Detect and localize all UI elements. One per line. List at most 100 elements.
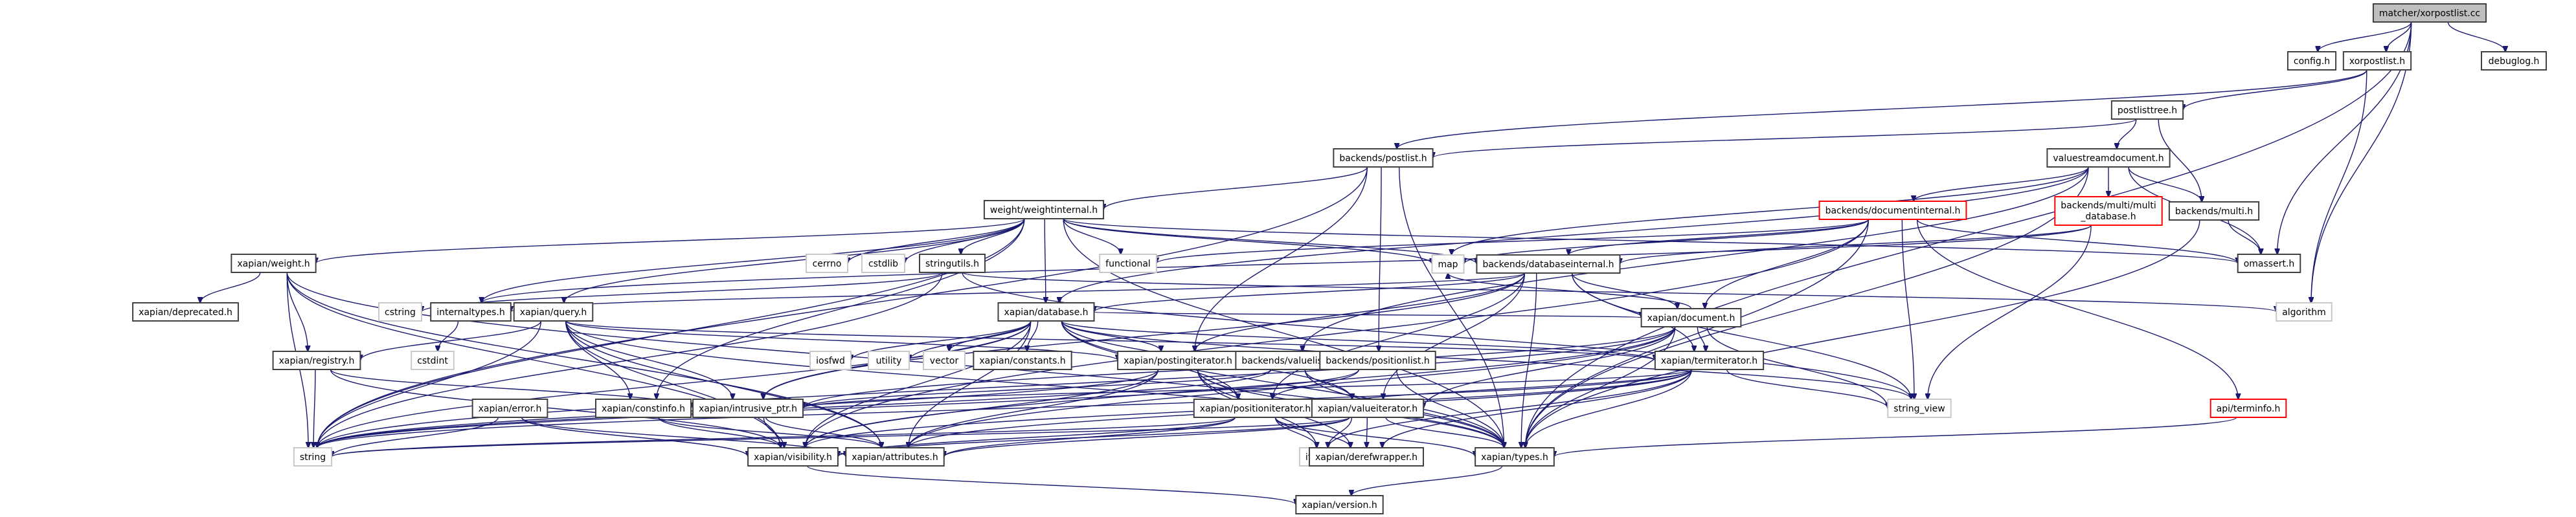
node-cstdint[interactable]: cstdint xyxy=(411,351,455,370)
edge-valueiterator-to-derefwrapper xyxy=(1366,417,1367,448)
edge-database-to-vector xyxy=(949,320,1032,351)
edge-positionlist-to-types xyxy=(1395,369,1504,448)
edge-document-to-string-view xyxy=(1706,326,1888,408)
edge-docinternal-to-types xyxy=(1525,219,1870,448)
node-box xyxy=(983,200,1105,219)
node-registry[interactable]: xapian/registry.h xyxy=(272,351,361,370)
edge-error-to-visibility xyxy=(521,417,748,457)
node-functional[interactable]: functional xyxy=(1099,254,1157,273)
node-cstring[interactable]: cstring xyxy=(378,302,422,322)
edge-document-to-string xyxy=(317,326,1676,448)
node-deprecated[interactable]: xapian/deprecated.h xyxy=(132,302,239,322)
node-box xyxy=(2054,196,2163,226)
node-xorpostlist-h[interactable]: xorpostlist.h xyxy=(2342,51,2412,71)
edge-postingiterator-to-visibility xyxy=(806,369,1159,448)
node-postingiterator[interactable]: xapian/postingiterator.h xyxy=(1117,351,1239,370)
edge-positioniterator-to-string xyxy=(332,417,1236,457)
node-vector[interactable]: vector xyxy=(923,351,966,370)
edge-valueiterator-to-string xyxy=(332,417,1350,457)
edge-constinfo-to-visibility xyxy=(658,417,780,448)
node-constinfo[interactable]: xapian/constinfo.h xyxy=(594,399,692,418)
node-constants[interactable]: xapian/constants.h xyxy=(973,351,1072,370)
edge-intrusive-ptr-to-visibility xyxy=(763,417,784,448)
edge-stringutils-to-string-view xyxy=(962,272,1911,399)
node-derefwrapper[interactable]: xapian/derefwrapper.h xyxy=(1308,447,1425,467)
node-multi[interactable]: backends/multi.h xyxy=(2168,201,2260,221)
node-termiterator[interactable]: xapian/termiterator.h xyxy=(1654,351,1765,370)
node-label: xapian/query.h xyxy=(520,307,587,318)
node-box xyxy=(1431,254,1465,274)
edge-root-to-xorpostlist-h xyxy=(2386,21,2412,52)
node-config[interactable]: config.h xyxy=(2287,51,2337,71)
node-root[interactable]: matcher/xorpostlist.cc xyxy=(2372,3,2487,23)
node-postlist[interactable]: backends/postlist.h xyxy=(1333,148,1434,168)
node-label: string xyxy=(300,452,326,463)
edge-root-to-config xyxy=(2318,21,2412,52)
node-utility[interactable]: utility xyxy=(868,351,910,370)
node-algorithm[interactable]: algorithm xyxy=(2276,302,2333,322)
node-weightinternal[interactable]: weight/weightinternal.h xyxy=(983,200,1105,219)
node-valuestream[interactable]: valuestreamdocument.h xyxy=(2046,148,2171,168)
node-terminfo[interactable]: api/terminfo.h xyxy=(2209,399,2287,418)
node-docinternal[interactable]: backends/documentinternal.h xyxy=(1818,201,1967,220)
node-label: xapian/registry.h xyxy=(279,356,355,366)
node-positioniterator[interactable]: xapian/positioniterator.h xyxy=(1193,399,1318,418)
node-iosfwd[interactable]: iosfwd xyxy=(809,351,852,370)
node-map[interactable]: map xyxy=(1431,254,1465,274)
node-box xyxy=(471,399,548,418)
node-label: xapian/error.h xyxy=(479,404,542,414)
node-query[interactable]: xapian/query.h xyxy=(513,302,594,322)
node-label: xapian/derefwrapper.h xyxy=(1315,452,1418,463)
edge-docinternal-to-dbinternal xyxy=(1568,219,1870,255)
edge-xorpostlist-h-to-algorithm xyxy=(2311,69,2367,303)
node-label: xapian/types.h xyxy=(1481,452,1548,463)
node-valueiterator[interactable]: xapian/valueiterator.h xyxy=(1311,399,1425,418)
node-label: xapian/version.h xyxy=(1302,500,1377,511)
edge-dbinternal-to-document xyxy=(1571,272,1678,309)
node-database[interactable]: xapian/database.h xyxy=(997,302,1095,322)
node-attributes[interactable]: xapian/attributes.h xyxy=(845,447,945,467)
node-positionlist[interactable]: backends/positionlist.h xyxy=(1319,351,1436,370)
edge-weightinternal-to-weight xyxy=(316,218,1025,263)
node-omassert[interactable]: omassert.h xyxy=(2237,254,2301,273)
node-stringutils[interactable]: stringutils.h xyxy=(919,254,986,273)
node-box xyxy=(132,302,239,322)
node-box xyxy=(2481,51,2547,71)
node-internaltypes[interactable]: internaltypes.h xyxy=(430,302,512,322)
node-debuglog[interactable]: debuglog.h xyxy=(2481,51,2547,71)
node-string-view[interactable]: string_view xyxy=(1887,399,1952,418)
edge-positioniterator-to-derefwrapper xyxy=(1274,417,1351,448)
node-box xyxy=(1308,447,1425,467)
node-label: xapian/constinfo.h xyxy=(602,404,685,414)
edge-dbinternal-to-types xyxy=(1521,272,1537,448)
edge-valuestream-to-valuelist xyxy=(1302,166,2089,351)
node-dbinternal[interactable]: backends/databaseinternal.h xyxy=(1476,254,1621,274)
node-label: xapian/intrusive_ptr.h xyxy=(699,404,797,414)
node-postlisttree[interactable]: postlisttree.h xyxy=(2110,100,2184,120)
node-label: xapian/deprecated.h xyxy=(139,307,232,318)
edge-query-to-intrusive-ptr xyxy=(565,320,733,399)
edge-stringutils-to-string xyxy=(317,272,943,448)
node-weight[interactable]: xapian/weight.h xyxy=(231,254,317,273)
node-multidb[interactable]: backends/multi/multi_database.h xyxy=(2054,196,2163,226)
edge-dbinternal-to-string-view xyxy=(1571,272,1912,399)
node-label: weight/weightinternal.h xyxy=(990,205,1098,215)
node-cstdlib[interactable]: cstdlib xyxy=(861,254,905,273)
node-box xyxy=(430,302,512,322)
edge-stringutils-to-algorithm xyxy=(962,272,2276,312)
node-visibility[interactable]: xapian/visibility.h xyxy=(747,447,839,467)
node-error[interactable]: xapian/error.h xyxy=(471,399,548,418)
node-string[interactable]: string xyxy=(293,447,333,467)
node-label: xapian/postingiterator.h xyxy=(1124,356,1232,366)
node-document[interactable]: xapian/document.h xyxy=(1640,308,1742,327)
node-version[interactable]: xapian/version.h xyxy=(1295,495,1384,514)
node-cerrno[interactable]: cerrno xyxy=(806,254,848,273)
edge-postlist-to-types xyxy=(1399,166,1504,448)
node-label: valuestreamdocument.h xyxy=(2053,153,2164,164)
node-label: cstdint xyxy=(417,356,448,366)
node-intrusive-ptr[interactable]: xapian/intrusive_ptr.h xyxy=(692,399,804,418)
node-types[interactable]: xapian/types.h xyxy=(1474,447,1555,467)
node-label: xapian/constants.h xyxy=(979,356,1065,366)
edge-weight-to-attributes xyxy=(286,272,881,448)
